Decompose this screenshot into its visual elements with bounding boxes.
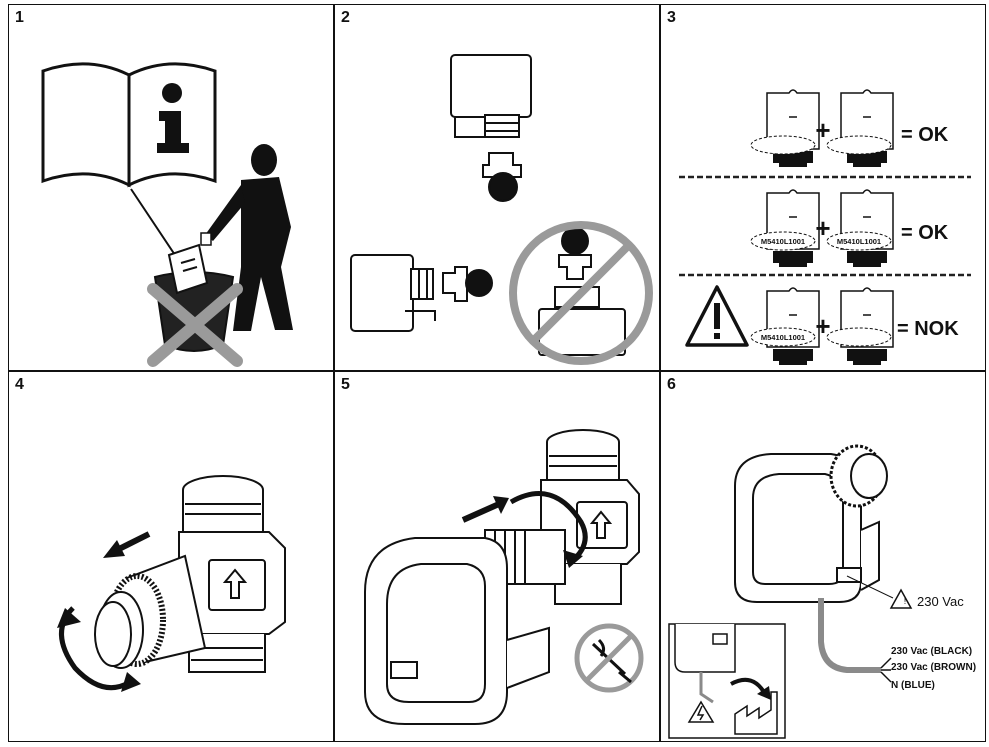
direction-arrow-icon bbox=[103, 531, 151, 558]
panel-4: 4 bbox=[8, 371, 334, 742]
prohibit-icon bbox=[147, 283, 243, 367]
panel-number: 3 bbox=[667, 9, 676, 26]
valve-body bbox=[484, 429, 640, 605]
info-icon bbox=[41, 62, 217, 188]
plus-icon: + bbox=[815, 115, 830, 145]
person-figure bbox=[200, 144, 293, 331]
svg-text:!: ! bbox=[904, 596, 907, 606]
model-label: M5410L1001 bbox=[761, 333, 805, 342]
trash-bin-icon bbox=[153, 243, 235, 352]
cable bbox=[818, 598, 881, 673]
plus-icon: + bbox=[815, 311, 830, 341]
actuator-top bbox=[450, 54, 532, 202]
compat-result: = OK bbox=[901, 222, 949, 244]
model-label: M5410L1001 bbox=[837, 237, 881, 246]
direction-arrow-icon bbox=[222, 568, 248, 599]
voltage-warning: ! 230 Vac bbox=[846, 575, 964, 609]
prohibit-icon bbox=[509, 221, 653, 365]
disposal-inset bbox=[668, 623, 786, 739]
wire-label: N (BLUE) bbox=[891, 680, 935, 691]
model-label: M5410L1001 bbox=[761, 237, 805, 246]
compat-row-2: M5410L1001 M5410L1001 + = OK bbox=[750, 189, 949, 268]
direction-arrow-icon bbox=[589, 510, 613, 539]
panel-1: 1 bbox=[8, 4, 334, 371]
panel-3: 3 + = OK bbox=[660, 4, 986, 371]
panel-number: 5 bbox=[341, 376, 350, 393]
rotate-arrow-icon bbox=[509, 491, 588, 568]
actuator-side bbox=[350, 254, 493, 332]
plus-icon: + bbox=[815, 213, 830, 243]
panel-number: 4 bbox=[15, 376, 24, 393]
panel-number: 6 bbox=[667, 376, 676, 393]
actuator bbox=[364, 537, 550, 725]
direction-arrow-icon bbox=[461, 496, 509, 523]
panel-number: 2 bbox=[341, 9, 350, 26]
wire-label: 230 Vac (BLACK) bbox=[891, 646, 972, 657]
compat-row-3: M5410L1001 + = NOK bbox=[685, 285, 959, 366]
panel-6: 6 ! 230 Vac bbox=[660, 371, 986, 742]
valve-body bbox=[94, 475, 286, 673]
factory-icon bbox=[734, 691, 778, 735]
wire-ends bbox=[880, 657, 892, 683]
warning-triangle-icon bbox=[685, 285, 749, 347]
panel-number: 1 bbox=[15, 9, 24, 26]
compat-row-1: + = OK bbox=[750, 89, 949, 168]
wire-label: 230 Vac (BROWN) bbox=[891, 662, 976, 673]
no-tools-icon bbox=[574, 623, 644, 693]
voltage-label: 230 Vac bbox=[917, 594, 964, 609]
instruction-grid: 1 bbox=[8, 4, 986, 742]
warning-triangle-icon bbox=[889, 588, 913, 609]
electric-hazard-icon bbox=[687, 700, 715, 723]
panel-5: 5 bbox=[334, 371, 660, 742]
compat-result: = OK bbox=[901, 124, 949, 146]
compat-result: = NOK bbox=[897, 318, 959, 340]
actuator bbox=[734, 444, 888, 603]
rotate-arrow-icon bbox=[57, 606, 141, 692]
panel-2: 2 bbox=[334, 4, 660, 371]
